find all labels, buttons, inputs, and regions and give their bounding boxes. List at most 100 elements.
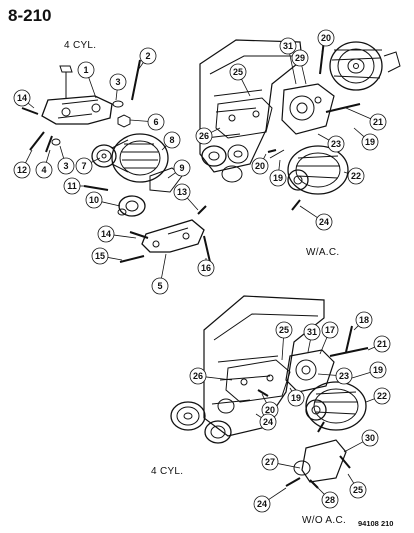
- callout-leader-line: [241, 78, 251, 97]
- callout-leader-line: [307, 339, 311, 353]
- callout-number: 19: [291, 393, 301, 403]
- callout-number: 9: [179, 163, 184, 173]
- callout-number: 21: [373, 117, 383, 127]
- callout-circle: [269, 169, 287, 187]
- page-number: 8-210: [8, 6, 52, 25]
- callout-circle: [373, 335, 391, 353]
- callout-28: 28: [315, 485, 339, 509]
- callout-leader-line: [187, 197, 199, 211]
- callout-leader-line: [347, 473, 355, 484]
- callout-leader-line: [343, 441, 364, 453]
- callout-circle: [251, 157, 269, 175]
- callout-number: 26: [199, 131, 209, 141]
- callout-circle: [369, 113, 387, 131]
- callout-leader-line: [167, 172, 176, 179]
- callout-leader-line: [59, 145, 65, 159]
- callout-circle: [315, 213, 333, 231]
- callout-11: 11: [63, 177, 86, 195]
- callout-circle: [321, 321, 339, 339]
- callout-circle: [317, 29, 335, 47]
- callout-number: 22: [377, 391, 387, 401]
- callout-number: 20: [321, 33, 331, 43]
- callout-12: 12: [13, 149, 33, 179]
- callout-number: 12: [17, 165, 27, 175]
- alternator-no-ac: [305, 381, 367, 431]
- callout-number: 29: [295, 53, 305, 63]
- callout-29: 29: [291, 49, 309, 85]
- callout-circle: [109, 73, 127, 91]
- top-left-exploded-view: [21, 59, 211, 263]
- callout-9: 9: [167, 159, 191, 179]
- callout-circle: [75, 157, 93, 175]
- callout-circle: [189, 367, 207, 385]
- callout-leader-line: [317, 373, 337, 376]
- callout-leader-line: [27, 102, 35, 109]
- callout-25: 25: [347, 473, 367, 499]
- callout-leader-line: [365, 398, 375, 403]
- callout-circle: [335, 367, 353, 385]
- callout-number: 13: [177, 187, 187, 197]
- callout-number: 28: [325, 495, 335, 505]
- callout-leader-line: [115, 89, 118, 101]
- callout-circle: [229, 63, 247, 81]
- callout-23: 23: [317, 367, 353, 385]
- callout-24: 24: [255, 413, 277, 431]
- callout-leader-line: [205, 376, 233, 381]
- callout-number: 19: [373, 365, 383, 375]
- callout-26: 26: [195, 127, 221, 145]
- crank-pulleys: [170, 398, 235, 444]
- callout-14: 14: [13, 89, 35, 109]
- callout-leader-line: [353, 325, 359, 331]
- figure-code: 94108 210: [358, 519, 394, 528]
- callout-number: 4: [41, 165, 46, 175]
- callout-leader-line: [161, 253, 167, 279]
- callout-leader-line: [321, 45, 325, 53]
- callout-3: 3: [109, 73, 127, 101]
- callout-number: 1: [83, 65, 88, 75]
- callout-number: 20: [255, 161, 265, 171]
- callout-circle: [63, 177, 81, 195]
- callout-leader-line: [351, 371, 371, 379]
- callout-leader-line: [45, 149, 51, 163]
- callout-19: 19: [351, 361, 387, 379]
- callout-circle: [259, 413, 277, 431]
- callout-leader-line: [161, 145, 167, 151]
- callout-number: 30: [365, 433, 375, 443]
- callout-circle: [303, 323, 321, 341]
- callout-number: 7: [81, 161, 86, 171]
- callout-number: 25: [279, 325, 289, 335]
- callout-number: 10: [89, 195, 99, 205]
- callout-circle: [195, 127, 213, 145]
- callout-leader-line: [210, 127, 221, 133]
- callout-1: 1: [77, 61, 97, 99]
- callout-number: 25: [233, 67, 243, 77]
- callout-number: 20: [265, 405, 275, 415]
- callout-leader-line: [261, 393, 267, 404]
- callout-5: 5: [151, 253, 169, 295]
- callout-circle: [279, 37, 297, 55]
- callout-number: 25: [353, 485, 363, 495]
- callout-24: 24: [253, 487, 287, 513]
- callout-number: 22: [351, 171, 361, 181]
- callout-21: 21: [367, 335, 391, 353]
- callout-leader-line: [315, 485, 325, 495]
- callout-number: 17: [325, 325, 335, 335]
- callout-circle: [261, 453, 279, 471]
- callout-24: 24: [299, 205, 333, 231]
- callout-10: 10: [85, 191, 121, 209]
- callout-8: 8: [161, 131, 181, 151]
- callout-circle: [147, 113, 165, 131]
- callout-leader-line: [101, 201, 121, 207]
- callout-number: 15: [95, 251, 105, 261]
- callout-leader-line: [88, 77, 97, 99]
- callout-25: 25: [275, 321, 293, 361]
- callout-leader-line: [129, 119, 149, 122]
- callout-16: 16: [197, 258, 215, 277]
- callout-circle: [361, 429, 379, 447]
- callout-number: 26: [193, 371, 203, 381]
- callout-circle: [35, 161, 53, 179]
- callout-number: 3: [115, 77, 120, 87]
- callout-30: 30: [343, 429, 379, 453]
- top-right-ac-view: [199, 39, 401, 211]
